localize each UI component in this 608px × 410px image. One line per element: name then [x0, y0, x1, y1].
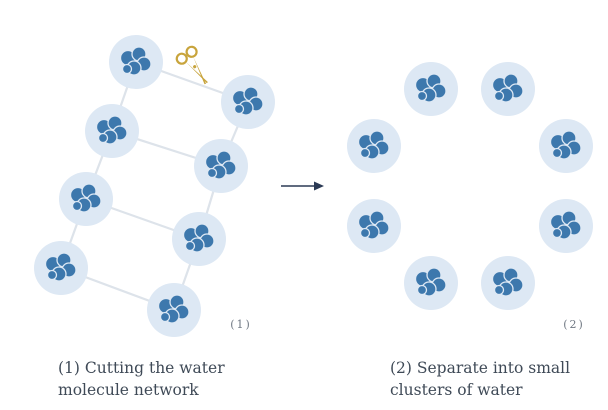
water-molecule	[416, 90, 428, 102]
water-cluster	[34, 241, 88, 295]
water-cluster	[404, 256, 458, 310]
water-molecule	[493, 284, 505, 296]
caption-right-line-2: clusters of water	[390, 381, 523, 399]
water-molecule	[71, 200, 83, 212]
water-cluster	[481, 62, 535, 116]
caption-left-line-1: (1) Cutting the water	[58, 359, 225, 377]
water-cluster	[481, 256, 535, 310]
connected-water-clusters	[34, 35, 275, 337]
water-molecule	[416, 284, 428, 296]
water-cluster	[404, 62, 458, 116]
water-cluster	[59, 172, 113, 226]
caption-separate-clusters: (2) Separate into small clusters of wate…	[390, 357, 570, 401]
water-cluster	[347, 119, 401, 173]
panel-label-1: (1)	[230, 318, 252, 331]
water-molecule	[184, 240, 196, 252]
caption-cutting-network: (1) Cutting the water molecule network	[58, 357, 225, 401]
scissors-icon	[175, 45, 208, 85]
arrow-right-icon	[281, 181, 324, 191]
caption-left-line-2: molecule network	[58, 381, 199, 399]
caption-right-line-1: (2) Separate into small	[390, 359, 571, 377]
water-cluster	[172, 212, 226, 266]
water-cluster	[539, 199, 593, 253]
water-cluster	[221, 75, 275, 129]
water-cluster	[194, 139, 248, 193]
water-molecule	[121, 63, 133, 75]
panel-label-2: (2)	[563, 318, 585, 331]
water-molecule	[493, 90, 505, 102]
water-molecule	[46, 269, 58, 281]
water-cluster-diagram: (1) (2)	[34, 35, 593, 337]
water-cluster	[347, 199, 401, 253]
water-cluster	[539, 119, 593, 173]
water-molecule	[97, 132, 109, 144]
water-molecule	[551, 147, 563, 159]
water-cluster	[85, 104, 139, 158]
water-cluster	[109, 35, 163, 89]
water-molecule	[233, 103, 245, 115]
water-molecule	[359, 147, 371, 159]
water-molecule	[206, 167, 218, 179]
water-molecule	[159, 311, 171, 323]
separated-water-clusters	[347, 62, 593, 310]
water-molecule	[359, 227, 371, 239]
water-molecule	[551, 227, 563, 239]
water-cluster	[147, 283, 201, 337]
